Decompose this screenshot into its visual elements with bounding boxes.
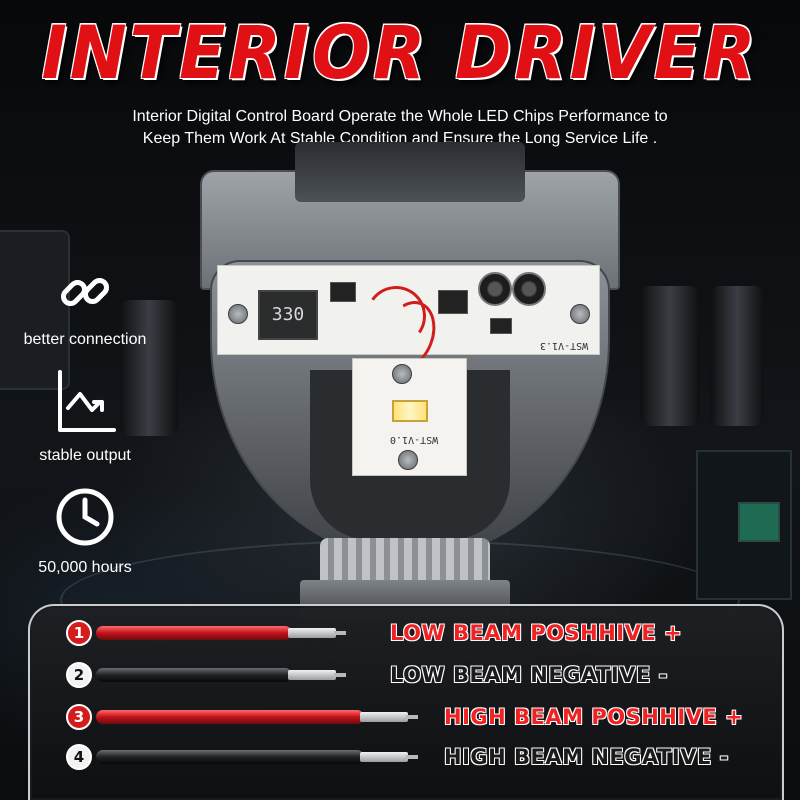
ic-chip [330,282,356,302]
cable-row: 3 HIGH BEAM POSHHIVE + [0,698,800,738]
cable-terminal [360,752,418,762]
mosfet-chip [438,290,468,314]
diode-chip [490,318,512,334]
capacitor-1 [478,272,512,306]
board-screw-left [228,304,248,324]
page-subtitle: Interior Digital Control Board Operate t… [60,106,740,150]
cable-number-badge: 1 [66,620,92,646]
right-roller [640,286,700,426]
line-chart-icon [0,368,170,441]
inductor: 330 [258,290,318,340]
cable-number-badge: 3 [66,704,92,730]
cable-row: 4 HIGH BEAM NEGATIVE - [0,738,800,778]
black-cable [96,750,364,764]
feature-label: 50,000 hours [38,559,132,576]
subtitle-line-1: Interior Digital Control Board Operate t… [132,108,668,125]
capacitor-2 [512,272,546,306]
cable-label: LOW BEAM NEGATIVE - [390,663,668,687]
subtitle-line-2: Keep Them Work At Stable Condition and E… [142,130,658,147]
module-top-housing [295,142,525,202]
feature-label: better connection [23,331,147,348]
right-roller-outer [710,286,764,426]
feature-better-connection: better connection [0,264,170,349]
led-screw-bottom [398,450,418,470]
clock-icon [0,486,170,553]
cable-number-badge: 4 [66,744,92,770]
cable-terminal [288,628,346,638]
console-screen [738,502,780,542]
cable-terminal [360,712,418,722]
led-chip [392,400,428,422]
red-cable [96,626,292,640]
cable-number-badge: 2 [66,662,92,688]
led-board-marking: WST-V1.0 [390,434,439,445]
red-cable [96,710,364,724]
black-cable [96,668,292,682]
feature-stable-output: stable output [0,368,170,465]
left-device [0,230,70,390]
cable-label: HIGH BEAM NEGATIVE - [444,745,729,769]
feature-label: stable output [39,447,131,464]
chain-link-icon [0,264,170,325]
cable-label: LOW BEAM POSHHIVE + [390,621,683,645]
cable-row: 2 LOW BEAM NEGATIVE - [0,656,800,696]
driver-board-marking: WST-V1.3 [540,340,589,351]
cable-label: HIGH BEAM POSHHIVE + [444,705,744,729]
page-title: INTERIOR DRIVER [41,10,759,97]
cable-row: 1 LOW BEAM POSHHIVE + [0,614,800,654]
feature-service-life: 50,000 hours [0,486,170,577]
board-screw-right [570,304,590,324]
right-console [696,450,792,600]
led-screw-top [392,364,412,384]
left-roller [120,300,178,436]
cable-terminal [288,670,346,680]
